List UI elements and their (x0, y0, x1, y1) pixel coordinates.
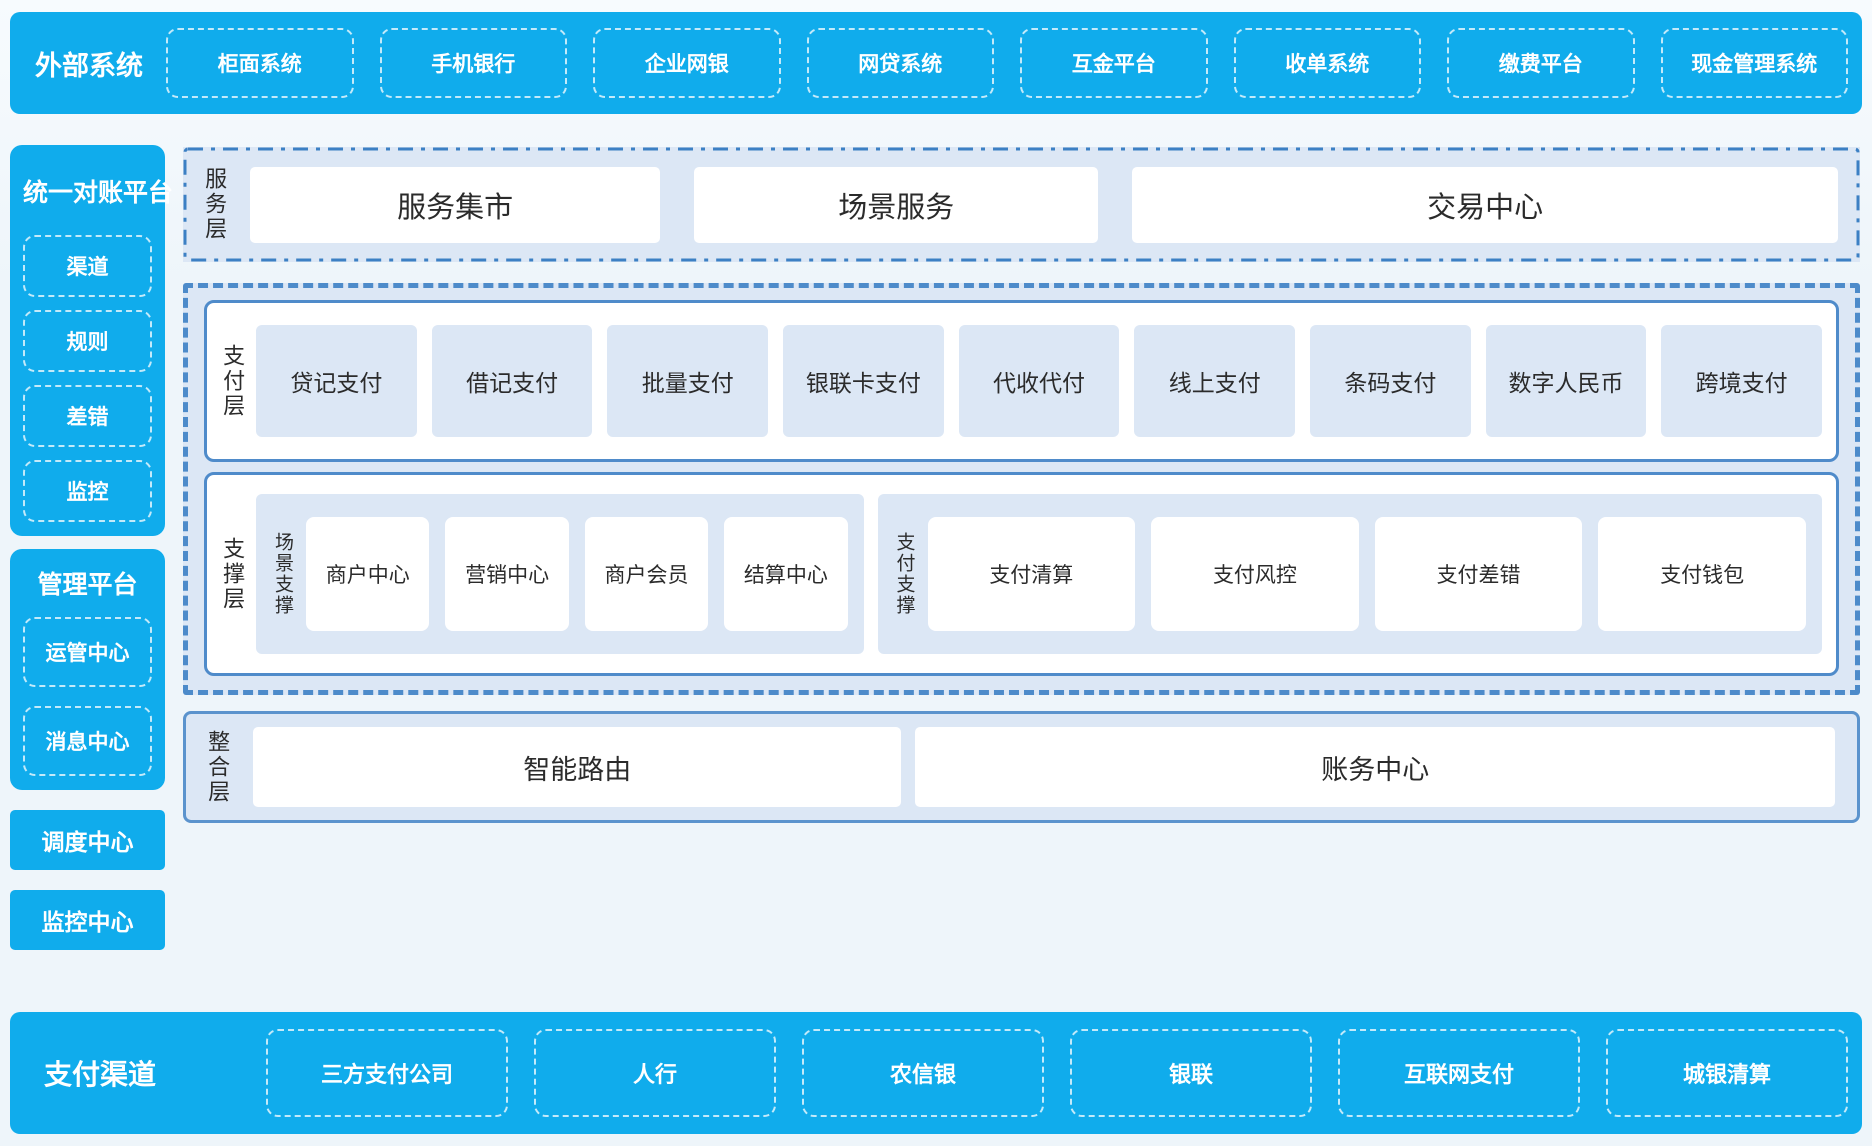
support-layer-card: 支撑层 场景支撑 商户中心营销中心商户会员结算中心 支付支撑 支付清算支付风控支… (204, 472, 1839, 676)
payment-channels-items: 三方支付公司人行农信银银联互联网支付城银清算 (266, 1029, 1848, 1117)
payment-support-label: 支付支撑 (893, 532, 915, 616)
external-system-item: 企业网银 (593, 28, 781, 98)
external-systems-bar: 外部系统 柜面系统手机银行企业网银网贷系统互金平台收单系统缴费平台现金管理系统 (10, 12, 1862, 114)
payment-item: 批量支付 (607, 325, 769, 437)
payment-item: 条码支付 (1310, 325, 1471, 437)
payment-item: 线上支付 (1134, 325, 1296, 437)
dispatch-center-chip: 调度中心 (10, 810, 165, 870)
payment-support-container: 支付层 贷记支付借记支付批量支付银联卡支付代收代付线上支付条码支付数字人民币跨境… (183, 283, 1860, 695)
management-platform-title: 管理平台 (37, 571, 138, 599)
service-box: 场景服务 (694, 166, 1099, 243)
external-system-item: 手机银行 (379, 28, 567, 98)
payment-channels-bar: 支付渠道 三方支付公司人行农信银银联互联网支付城银清算 (10, 1012, 1862, 1134)
main-column: 服务层 服务集市场景服务交易中心 支付层 贷记支付借记支付批量支付银联卡支付代收… (183, 147, 1860, 823)
management-item: 运管中心 (23, 617, 152, 687)
payment-item: 跨境支付 (1661, 325, 1822, 437)
management-items: 运管中心消息中心 (23, 617, 152, 776)
payment-channel-item: 农信银 (802, 1029, 1044, 1117)
reconciliation-item: 规则 (23, 310, 152, 372)
service-layer-label: 服务层 (202, 167, 228, 242)
payment-item: 贷记支付 (256, 325, 417, 437)
payment-support-item: 支付钱包 (1598, 517, 1806, 631)
monitor-center-chip: 监控中心 (10, 890, 165, 950)
scene-support-label: 场景支撑 (272, 532, 294, 616)
scene-support-items: 商户中心营销中心商户会员结算中心 (306, 517, 848, 631)
payment-item: 代收代付 (958, 325, 1120, 437)
service-box: 服务集市 (250, 166, 661, 243)
integration-layer-label: 整合层 (205, 729, 231, 805)
scene-support-group: 场景支撑 商户中心营销中心商户会员结算中心 (256, 494, 864, 654)
payment-item: 借记支付 (431, 325, 593, 437)
scene-support-item: 商户中心 (306, 517, 430, 631)
integration-layer-panel: 整合层 智能路由账务中心 (183, 711, 1860, 823)
payment-channel-item: 人行 (534, 1029, 776, 1117)
external-system-item: 柜面系统 (166, 28, 354, 98)
external-system-item: 网贷系统 (806, 28, 994, 98)
payment-channel-item: 银联 (1070, 1029, 1312, 1117)
external-systems-title: 外部系统 (35, 50, 143, 81)
payment-channel-item: 互联网支付 (1338, 1029, 1580, 1117)
external-system-item: 互金平台 (1020, 28, 1208, 98)
support-groups: 场景支撑 商户中心营销中心商户会员结算中心 支付支撑 支付清算支付风控支付差错支… (256, 494, 1822, 654)
scene-support-item: 商户会员 (584, 517, 709, 631)
payment-layer-label: 支付层 (220, 343, 246, 419)
sidebar: 统一对账平台 渠道规则差错监控 管理平台 运管中心消息中心 调度中心 监控中心 (10, 145, 174, 950)
external-system-item: 缴费平台 (1447, 28, 1635, 98)
payment-item: 银联卡支付 (783, 325, 944, 437)
external-system-item: 收单系统 (1233, 28, 1421, 98)
payment-channels-title: 支付渠道 (44, 1059, 157, 1090)
reconciliation-platform-title: 统一对账平台 (23, 179, 174, 207)
service-box: 交易中心 (1132, 166, 1839, 243)
payment-support-items: 支付清算支付风控支付差错支付钱包 (927, 517, 1806, 631)
reconciliation-item: 差错 (23, 385, 152, 447)
reconciliation-item: 监控 (23, 460, 152, 522)
payment-layer-card: 支付层 贷记支付借记支付批量支付银联卡支付代收代付线上支付条码支付数字人民币跨境… (204, 300, 1839, 462)
service-layer-boxes: 服务集市场景服务交易中心 (250, 166, 1839, 243)
integration-box: 账务中心 (915, 727, 1835, 807)
integration-box: 智能路由 (253, 727, 902, 807)
support-layer-label: 支撑层 (220, 536, 246, 612)
management-item: 消息中心 (23, 706, 152, 776)
reconciliation-item: 渠道 (23, 235, 152, 297)
reconciliation-items: 渠道规则差错监控 (23, 235, 152, 522)
payment-support-group: 支付支撑 支付清算支付风控支付差错支付钱包 (877, 494, 1822, 654)
payment-support-item: 支付清算 (927, 517, 1136, 631)
payment-support-item: 支付风控 (1151, 517, 1359, 631)
payment-layer-items: 贷记支付借记支付批量支付银联卡支付代收代付线上支付条码支付数字人民币跨境支付 (256, 325, 1822, 437)
management-platform-box: 管理平台 运管中心消息中心 (10, 549, 165, 790)
payment-support-item: 支付差错 (1374, 517, 1583, 631)
external-system-item: 现金管理系统 (1660, 28, 1848, 98)
payment-item: 数字人民币 (1485, 325, 1647, 437)
integration-layer-boxes: 智能路由账务中心 (253, 727, 1835, 807)
payment-channel-item: 三方支付公司 (266, 1029, 508, 1117)
reconciliation-platform-box: 统一对账平台 渠道规则差错监控 (10, 145, 174, 536)
scene-support-item: 营销中心 (445, 517, 569, 631)
service-layer-panel: 服务层 服务集市场景服务交易中心 (183, 147, 1860, 262)
scene-support-item: 结算中心 (724, 517, 848, 631)
external-systems-items: 柜面系统手机银行企业网银网贷系统互金平台收单系统缴费平台现金管理系统 (166, 28, 1848, 98)
payment-channel-item: 城银清算 (1606, 1029, 1848, 1117)
